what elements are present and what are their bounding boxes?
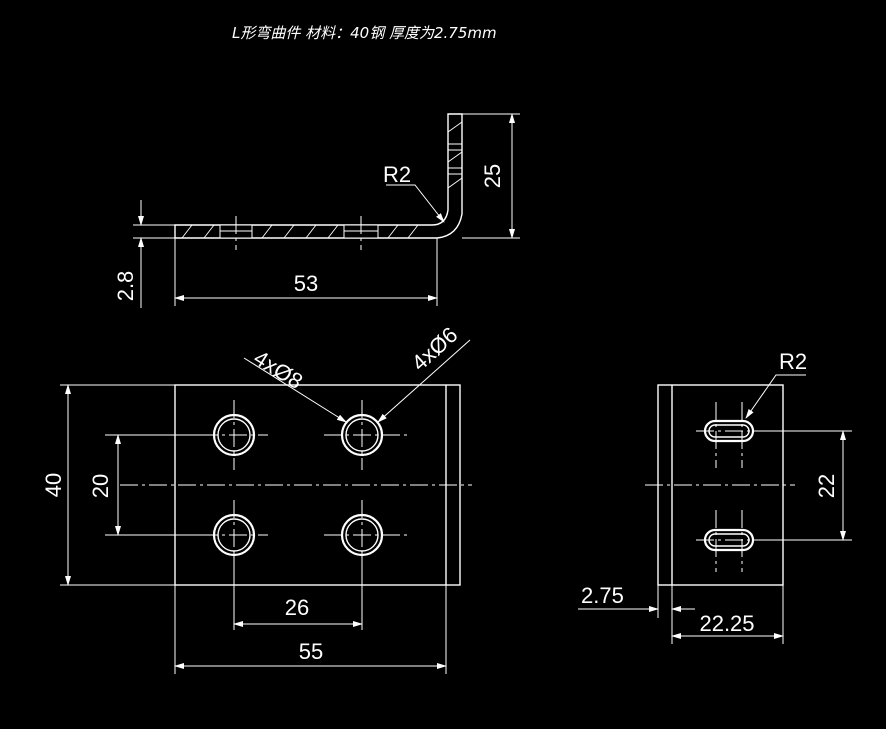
dim-end-radius: R2 (779, 349, 807, 374)
top-view: 4xØ8 4xØ6 40 20 26 55 (41, 322, 472, 674)
dim-hole-spacing-v: 20 (88, 474, 113, 498)
dim-end-width: 22.25 (699, 611, 754, 636)
side-hole-cuts (219, 143, 462, 250)
dim-side-length: 53 (294, 271, 318, 296)
drawing-title: L形弯曲件 材料：40钢 厚度为2.75mm (232, 24, 497, 42)
plate-outline (174, 384, 461, 586)
slot-top (696, 402, 762, 468)
side-view: 25 R2 2.8 53 (113, 113, 520, 308)
dim-hole-spacing-h: 26 (285, 595, 309, 620)
dim-slot-spacing: 22 (814, 474, 839, 498)
label-small-holes: 4xØ6 (407, 322, 463, 376)
hole-top-right (324, 400, 410, 470)
hole-bottom-right (324, 500, 410, 570)
dim-side-thickness: 2.8 (113, 271, 138, 302)
dim-total-height: 40 (41, 473, 66, 497)
section-hatch (181, 121, 463, 239)
dim-end-thickness: 2.75 (581, 583, 624, 608)
label-large-holes: 4xØ8 (249, 345, 307, 394)
dim-side-radius: R2 (383, 162, 411, 187)
slot-bottom (696, 510, 762, 572)
dim-side-height: 25 (480, 164, 505, 188)
end-view: R2 22 2.75 22.25 (578, 349, 852, 644)
side-profile (174, 113, 463, 239)
dim-total-width: 55 (299, 639, 323, 664)
